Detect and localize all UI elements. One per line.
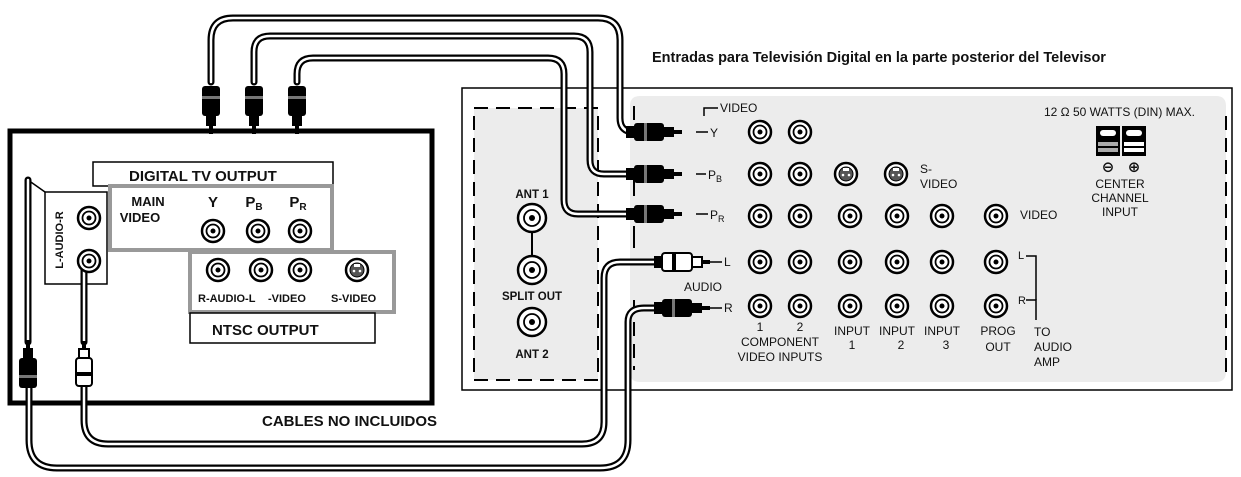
ant2-label: ANT 2 [515,349,548,361]
input3-label-line1: INPUT [924,324,961,338]
prog-out-label-line1: PROG [980,324,1015,338]
y-label-source: Y [208,194,218,211]
s-video-label-source: S-VIDEO [331,293,377,305]
plus-icon: ⊕ [1128,159,1141,176]
pb-label-source: PB [245,194,262,213]
component-plugs-tv [626,123,710,317]
split-out-label: SPLIT OUT [502,291,562,303]
ant1-label: ANT 1 [515,189,549,201]
speaker-terminals [1096,126,1146,156]
main-video-label-line2: VIDEO [120,210,160,225]
to-audio-amp-line3: AMP [1034,355,1060,369]
col1-label: 1 [757,320,764,334]
input1-label-line2: 1 [849,338,856,352]
audio-plugs-source [19,340,93,388]
caption-bottom: CABLES NO INCLUIDOS [262,413,437,430]
tv-leader-lines [696,107,1037,320]
video-right-label: VIDEO [1020,208,1057,222]
to-audio-amp-line1: TO [1034,325,1050,339]
audio-label-tv: AUDIO [684,280,722,294]
component-plugs-source [202,86,306,134]
antenna-jacks [516,202,548,338]
col2-label: 2 [797,320,804,334]
l-right-label: L [1018,250,1024,262]
pr-label-source: PR [289,194,307,213]
video-top-label: VIDEO [720,101,757,115]
input2-label-line1: INPUT [879,324,916,338]
main-video-label-line1: MAIN [131,194,164,209]
input1-label-line1: INPUT [834,324,871,338]
ntsc-output-title: NTSC OUTPUT [212,322,319,339]
to-audio-amp-line2: AUDIO [1034,340,1072,354]
digital-tv-output-title: DIGITAL TV OUTPUT [129,168,277,185]
l-audio-r-label: L-AUDIO-R [54,211,66,268]
y-label-tv: Y [710,126,718,140]
video-label-source: -VIDEO [268,293,306,305]
s-video-label-tv-line1: S- [920,162,932,176]
caption-top: Entradas para Televisión Digital en la p… [652,50,1106,66]
component-label-line2: VIDEO INPUTS [738,350,823,364]
component-label-line1: COMPONENT [741,335,820,349]
r-audio-l-label: R-AUDIO-L [198,293,256,305]
prog-out-label-line2: OUT [985,340,1011,354]
cables [24,14,666,472]
input3-label-line2: 3 [943,338,950,352]
r-right-label: R [1018,295,1026,307]
watts-label: 12 Ω 50 WATTS (DIN) MAX. [1044,105,1195,119]
center-channel-line1: CENTER [1095,177,1145,191]
input2-label-line2: 2 [898,338,905,352]
s-video-label-tv-line2: VIDEO [920,177,957,191]
center-channel-line3: INPUT [1102,205,1139,219]
l-label-tv: L [724,255,731,269]
pb-label-tv: PB [708,168,722,184]
minus-icon: ⊖ [1102,159,1115,176]
center-channel-line2: CHANNEL [1091,191,1149,205]
r-label-tv: R [724,301,733,315]
pr-label-tv: PR [710,208,725,224]
